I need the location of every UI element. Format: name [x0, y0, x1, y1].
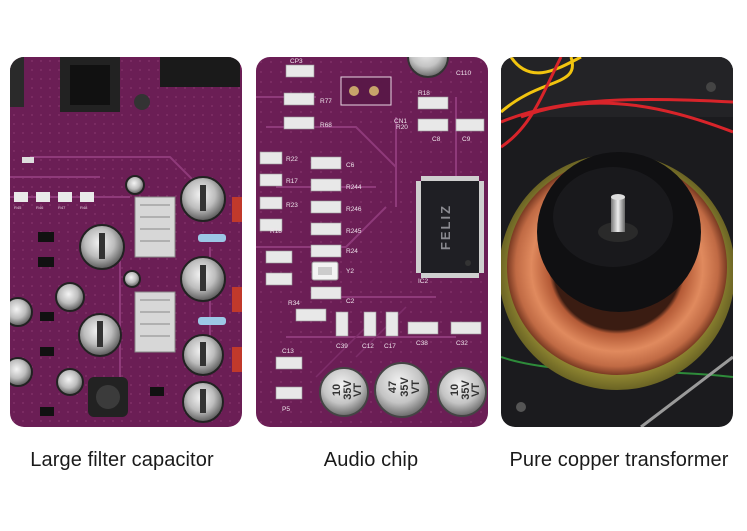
- board-label: R46: [36, 205, 44, 210]
- capacitor-marking: 35V: [342, 380, 354, 400]
- component-label: R68: [320, 122, 332, 129]
- component-label: C17: [384, 343, 396, 350]
- component-label: C2: [346, 298, 355, 305]
- capacitor-caption: Large filter capacitor: [30, 449, 214, 471]
- board-label: R48: [80, 205, 88, 210]
- board-label: R45: [14, 205, 22, 210]
- capacitor-marking: 10: [331, 384, 343, 396]
- component-label: R245: [346, 228, 362, 235]
- capacitor-marking: VT: [410, 380, 422, 394]
- component-label: C8: [432, 136, 441, 143]
- capacitor-board-photo: R45 R46 R47 R48: [10, 57, 242, 427]
- component-label: R18: [270, 228, 282, 235]
- component-label: CP3: [290, 58, 303, 65]
- component-label: P5: [282, 406, 290, 413]
- component-label: R18: [418, 90, 430, 97]
- component-label: R20: [396, 124, 408, 131]
- component-label: C110: [456, 70, 471, 77]
- capacitor-marking: 35V: [399, 377, 411, 397]
- component-label: C13: [282, 348, 294, 355]
- audio-chip-caption: Audio chip: [323, 449, 419, 471]
- component-label: R23: [286, 202, 298, 209]
- component-label: C38: [416, 340, 428, 347]
- component-label: R246: [346, 206, 362, 213]
- component-label: R24: [346, 248, 358, 255]
- component-label: R22: [286, 156, 298, 163]
- audio-chip-illustration: FELIZ CP3 C110 R77 R68 R18 R20 C8 C9 R22…: [256, 57, 488, 427]
- chip-marking: FELIZ: [438, 204, 453, 250]
- board-label: R47: [58, 205, 66, 210]
- component-label: IC2: [418, 278, 429, 285]
- component-label: R34: [288, 300, 300, 307]
- component-label: C39: [336, 343, 348, 350]
- capacitor-marking: VT: [470, 383, 482, 397]
- component-label: R244: [346, 184, 362, 191]
- capacitor-marking: VT: [352, 383, 364, 397]
- component-label: R77: [320, 98, 332, 105]
- transformer-photo: [501, 57, 733, 427]
- capacitor-marking: 10: [449, 384, 461, 396]
- capacitor-marking: 47: [387, 381, 399, 393]
- capacitor-board-illustration: R45 R46 R47 R48: [10, 57, 242, 427]
- audio-chip-board-photo: FELIZ CP3 C110 R77 R68 R18 R20 C8 C9 R22…: [256, 57, 488, 427]
- capacitor-marking: 35V: [460, 380, 472, 400]
- component-label: C6: [346, 162, 355, 169]
- component-label: C12: [362, 343, 374, 350]
- component-label: CN1: [394, 118, 407, 125]
- transformer-caption: Pure copper transformer: [509, 449, 729, 471]
- component-label: C32: [456, 340, 468, 347]
- transformer-illustration: [501, 57, 733, 427]
- component-label: Y2: [346, 268, 354, 275]
- component-label: C9: [462, 136, 471, 143]
- component-label: R17: [286, 178, 298, 185]
